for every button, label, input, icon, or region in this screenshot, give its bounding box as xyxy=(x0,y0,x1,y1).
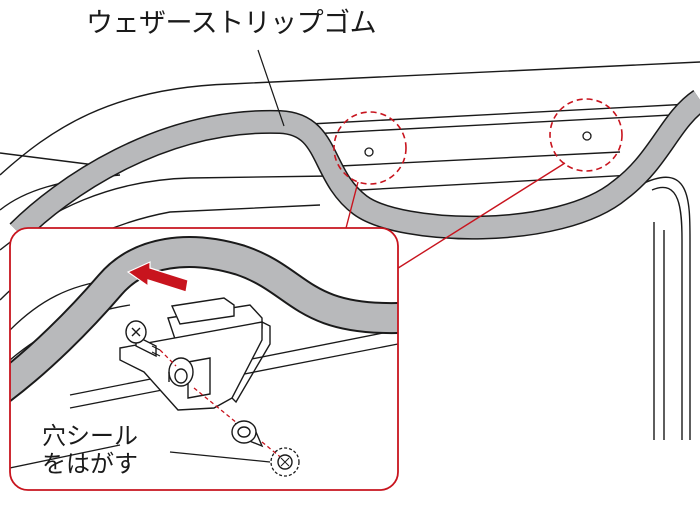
phillips-screw xyxy=(125,320,161,358)
mounting-hole-left xyxy=(364,147,374,157)
weatherstrip-main xyxy=(9,90,700,241)
inset-detail xyxy=(10,236,398,477)
title-leader-line xyxy=(257,49,285,127)
weatherstrip-inset xyxy=(10,236,398,403)
hole-seal xyxy=(270,447,300,477)
seal-instruction-line1: 穴シール xyxy=(42,422,138,450)
highlight-circle-left xyxy=(333,111,407,185)
inset-leader-left xyxy=(344,181,359,233)
door-line-left-1 xyxy=(0,152,96,166)
spacer-washer-lower xyxy=(231,420,264,448)
door-rail-upper xyxy=(309,103,691,125)
red-direction-arrow xyxy=(126,261,189,293)
door-rail-inner xyxy=(339,151,621,167)
inset-rail-3 xyxy=(10,444,121,471)
seal-leader-line xyxy=(169,451,271,463)
door-frame-right-1 xyxy=(639,176,691,440)
weatherstrip-label: ウェザーストリップゴム xyxy=(86,8,377,39)
inset-leader-right xyxy=(394,162,566,271)
highlight-circle-right xyxy=(549,98,623,172)
mounting-hole-right xyxy=(582,131,592,141)
inset-border xyxy=(9,227,399,491)
door-rail-bottom xyxy=(359,173,651,191)
door-rail-lower xyxy=(309,113,691,135)
seal-instruction-line2: をはがす xyxy=(42,450,138,478)
door-panel-outer-edge xyxy=(0,61,700,176)
door-frame-right-2 xyxy=(651,186,683,440)
